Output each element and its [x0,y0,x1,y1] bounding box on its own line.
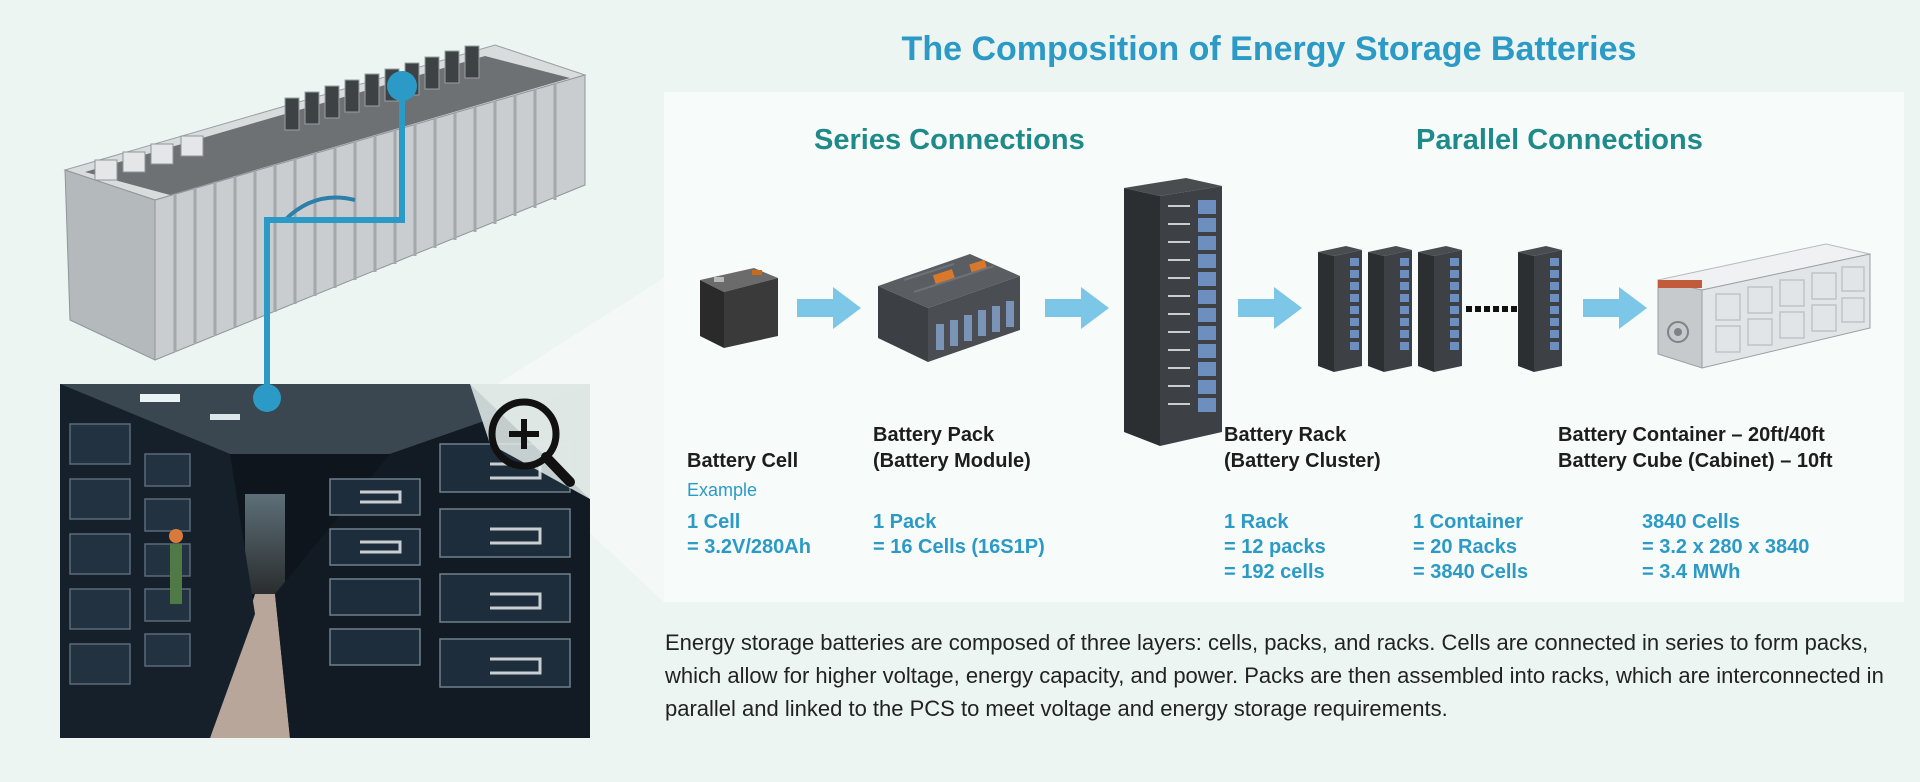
arrow-right-icon [1583,287,1647,329]
container-spec-line-2: = 20 Racks [1413,536,1517,558]
rack-spec-line-3: = 192 cells [1224,561,1325,583]
battery-pack-illustration [878,254,1020,362]
arrow-right-icon [1238,287,1302,329]
page-title: The Composition of Energy Storage Batter… [901,30,1637,68]
example-label: Example [687,480,758,500]
cell-spec-line-2: = 3.2V/280Ah [687,536,811,558]
rack-spec-line-2: = 12 packs [1224,536,1326,558]
battery-cluster-name: (Battery Cluster) [1224,450,1381,472]
pack-spec-line-1: 1 Pack [873,511,937,533]
energy-spec-line-3: = 3.4 MWh [1642,561,1741,583]
pack-spec-line-2: = 16 Cells (16S1P) [873,536,1045,558]
cell-spec-line-1: 1 Cell [687,511,741,533]
series-connections-heading: Series Connections [814,124,1085,156]
battery-cell-illustration [700,268,778,348]
parallel-racks-illustration [1318,246,1562,372]
arrow-right-icon [1045,287,1109,329]
battery-module-name: (Battery Module) [873,450,1031,472]
battery-rack-illustration [1124,178,1222,446]
battery-pack-name: Battery Pack [873,424,995,446]
battery-rack-name: Battery Rack [1224,424,1347,446]
arrow-right-icon [797,287,861,329]
energy-spec-line-1: 3840 Cells [1642,511,1740,533]
zoom-in-icon[interactable] [470,384,590,499]
battery-container-illustration [1657,243,1871,369]
battery-cell-name: Battery Cell [687,450,799,472]
container-spec-line-1: 1 Container [1413,511,1524,533]
energy-spec-line-2: = 3.2 x 280 x 3840 [1642,536,1810,558]
battery-cube-name: Battery Cube (Cabinet) – 10ft [1558,450,1833,472]
container-spec-line-3: = 3840 Cells [1413,561,1529,583]
rack-spec-line-1: 1 Rack [1224,511,1289,533]
battery-aisle-photo [60,384,590,738]
description-paragraph: Energy storage batteries are composed of… [665,630,1884,721]
parallel-connections-heading: Parallel Connections [1416,124,1703,156]
battery-container-name: Battery Container – 20ft/40ft [1558,424,1825,446]
container-3d-illustration [63,44,587,361]
